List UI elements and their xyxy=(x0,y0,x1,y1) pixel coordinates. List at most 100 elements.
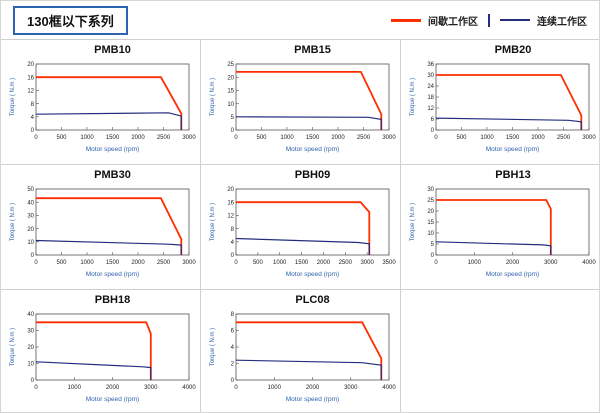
svg-text:1000: 1000 xyxy=(67,385,81,391)
svg-text:Motor speed (rpm): Motor speed (rpm) xyxy=(486,271,539,278)
svg-text:15: 15 xyxy=(227,89,234,95)
svg-text:3500: 3500 xyxy=(382,260,396,266)
svg-text:4: 4 xyxy=(230,345,234,351)
svg-text:2000: 2000 xyxy=(331,135,345,141)
svg-text:2500: 2500 xyxy=(557,135,571,141)
svg-text:0: 0 xyxy=(30,378,34,384)
intermittent-line-swatch xyxy=(391,18,421,22)
svg-text:2: 2 xyxy=(230,362,234,368)
svg-text:Motor speed (rpm): Motor speed (rpm) xyxy=(285,271,338,278)
svg-text:0: 0 xyxy=(434,260,438,266)
chart-title: PMB10 xyxy=(94,44,131,56)
svg-text:1000: 1000 xyxy=(80,135,94,141)
svg-text:4: 4 xyxy=(230,240,234,246)
chart-title: PMB30 xyxy=(94,169,131,181)
svg-text:Motor speed (rpm): Motor speed (rpm) xyxy=(285,146,338,153)
chart-title: PBH09 xyxy=(294,169,331,181)
svg-text:0: 0 xyxy=(230,378,234,384)
svg-text:20: 20 xyxy=(27,62,34,68)
svg-text:16: 16 xyxy=(27,75,34,81)
svg-text:0: 0 xyxy=(34,135,38,141)
svg-text:30: 30 xyxy=(27,214,34,220)
svg-text:0: 0 xyxy=(30,128,34,134)
svg-text:3000: 3000 xyxy=(582,135,596,141)
svg-text:3000: 3000 xyxy=(544,260,558,266)
svg-text:0: 0 xyxy=(234,385,238,391)
svg-text:2500: 2500 xyxy=(356,135,370,141)
svg-text:4000: 4000 xyxy=(182,385,196,391)
svg-text:Torque ( N.m ): Torque ( N.m ) xyxy=(410,203,416,241)
svg-text:40: 40 xyxy=(27,200,34,206)
chart-title: PBH13 xyxy=(495,169,531,181)
svg-text:500: 500 xyxy=(252,260,263,266)
empty-cell xyxy=(401,290,599,412)
svg-text:2000: 2000 xyxy=(531,135,545,141)
svg-text:20: 20 xyxy=(27,227,34,233)
svg-text:Torque ( N.m ): Torque ( N.m ) xyxy=(10,328,16,366)
svg-text:4000: 4000 xyxy=(582,260,596,266)
svg-text:0: 0 xyxy=(30,253,34,259)
svg-text:0: 0 xyxy=(230,253,234,259)
svg-text:0: 0 xyxy=(234,260,238,266)
svg-text:30: 30 xyxy=(427,187,434,193)
svg-text:50: 50 xyxy=(27,187,34,193)
svg-text:0: 0 xyxy=(431,253,435,259)
svg-text:1000: 1000 xyxy=(80,260,94,266)
svg-text:Torque ( N.m ): Torque ( N.m ) xyxy=(210,203,216,241)
svg-text:8: 8 xyxy=(30,102,34,108)
svg-text:4000: 4000 xyxy=(382,385,396,391)
svg-text:40: 40 xyxy=(27,312,34,318)
svg-text:1500: 1500 xyxy=(105,260,119,266)
svg-text:500: 500 xyxy=(56,260,67,266)
svg-text:12: 12 xyxy=(27,89,34,95)
svg-text:2000: 2000 xyxy=(131,135,145,141)
svg-text:2500: 2500 xyxy=(156,135,170,141)
svg-text:12: 12 xyxy=(427,106,434,112)
series-title-box: 130框以下系列 xyxy=(13,5,128,35)
svg-text:Motor speed (rpm): Motor speed (rpm) xyxy=(486,146,539,153)
svg-text:0: 0 xyxy=(431,128,435,134)
svg-text:1500: 1500 xyxy=(506,135,520,141)
svg-text:Motor speed (rpm): Motor speed (rpm) xyxy=(285,396,338,403)
svg-text:2500: 2500 xyxy=(156,260,170,266)
svg-text:30: 30 xyxy=(27,329,34,335)
svg-text:20: 20 xyxy=(27,345,34,351)
svg-text:8: 8 xyxy=(230,227,234,233)
page-header: 130框以下系列 间歇工作区 连续工作区 xyxy=(1,1,599,39)
svg-text:2000: 2000 xyxy=(105,385,119,391)
svg-text:1500: 1500 xyxy=(305,135,319,141)
svg-text:3000: 3000 xyxy=(360,260,374,266)
svg-text:6: 6 xyxy=(431,117,435,123)
svg-text:Torque ( N.m ): Torque ( N.m ) xyxy=(210,328,216,366)
svg-text:36: 36 xyxy=(427,62,434,68)
chart-title: PLC08 xyxy=(295,294,330,306)
svg-text:3000: 3000 xyxy=(182,260,196,266)
svg-text:1000: 1000 xyxy=(468,260,482,266)
svg-text:1000: 1000 xyxy=(273,260,287,266)
svg-text:500: 500 xyxy=(56,135,67,141)
svg-text:25: 25 xyxy=(427,198,434,204)
svg-text:1500: 1500 xyxy=(294,260,308,266)
svg-text:0: 0 xyxy=(234,135,238,141)
svg-text:20: 20 xyxy=(227,187,234,193)
svg-text:25: 25 xyxy=(227,62,234,68)
svg-text:3000: 3000 xyxy=(144,385,158,391)
svg-text:1500: 1500 xyxy=(105,135,119,141)
svg-text:2000: 2000 xyxy=(506,260,520,266)
svg-text:1000: 1000 xyxy=(267,385,281,391)
svg-text:Torque ( N.m ): Torque ( N.m ) xyxy=(10,203,16,241)
svg-text:Torque ( N.m ): Torque ( N.m ) xyxy=(410,78,416,116)
svg-text:0: 0 xyxy=(34,385,38,391)
svg-text:24: 24 xyxy=(427,84,434,90)
